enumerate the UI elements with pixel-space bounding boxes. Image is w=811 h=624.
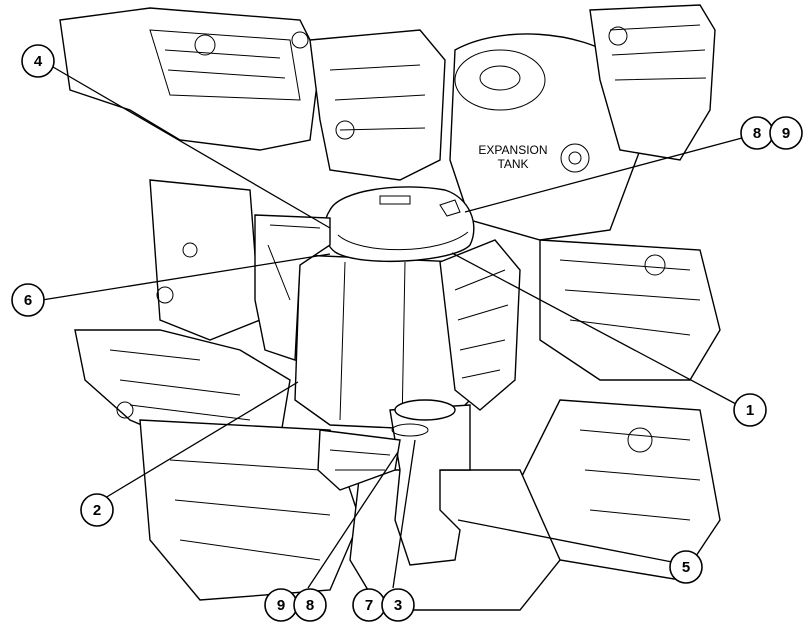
callout-9-bottom: 9 bbox=[264, 588, 298, 622]
callout-bubble bbox=[733, 393, 767, 427]
callout-number: 9 bbox=[277, 597, 285, 614]
callout-bubble bbox=[293, 588, 327, 622]
engine-background bbox=[59, 4, 721, 611]
callout-number: 7 bbox=[365, 597, 373, 614]
callout-6: 6 bbox=[11, 283, 45, 317]
callout-number: 5 bbox=[682, 559, 690, 576]
callout-bubble bbox=[11, 283, 45, 317]
callout-number: 6 bbox=[24, 292, 32, 309]
callout-bubble bbox=[769, 116, 803, 150]
callout-2: 2 bbox=[80, 493, 114, 527]
expansion-tank-label-line1: EXPANSION bbox=[478, 143, 547, 157]
callout-5: 5 bbox=[669, 550, 703, 584]
callout-3: 3 bbox=[381, 588, 415, 622]
callout-number: 2 bbox=[93, 502, 101, 519]
callout-number: 9 bbox=[782, 125, 790, 142]
expansion-tank-label-line2: TANK bbox=[497, 157, 528, 171]
callout-number: 3 bbox=[394, 597, 402, 614]
leader-lines bbox=[41, 66, 743, 589]
callout-number: 8 bbox=[306, 597, 314, 614]
callout-7: 7 bbox=[352, 588, 386, 622]
callout-bubble bbox=[21, 44, 55, 78]
callout-4: 4 bbox=[21, 44, 55, 78]
callout-bubble bbox=[669, 550, 703, 584]
callout-1: 1 bbox=[733, 393, 767, 427]
callout-bubble bbox=[80, 493, 114, 527]
callout-number: 8 bbox=[753, 125, 761, 142]
callout-8-top: 8 bbox=[740, 116, 774, 150]
callout-number: 4 bbox=[34, 53, 43, 70]
callout-number: 1 bbox=[746, 402, 754, 419]
callout-bubble bbox=[381, 588, 415, 622]
callout-9-top: 9 bbox=[769, 116, 803, 150]
callout-8-bottom: 8 bbox=[293, 588, 327, 622]
filter-housing bbox=[254, 186, 521, 566]
